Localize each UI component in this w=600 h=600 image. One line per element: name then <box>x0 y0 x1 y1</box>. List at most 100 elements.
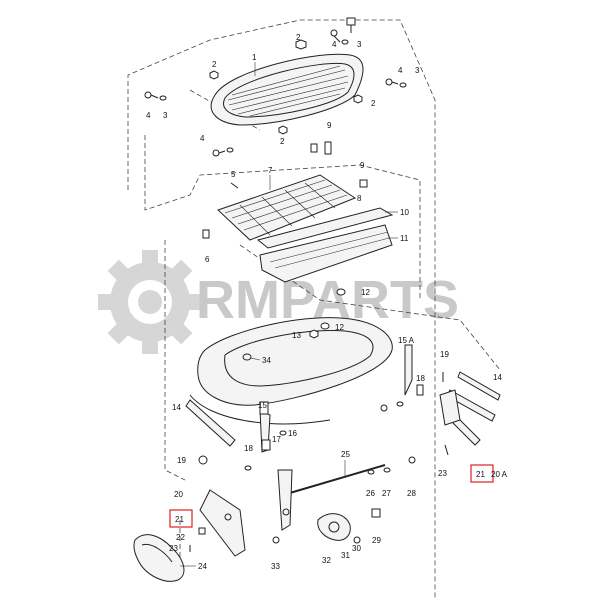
highlight-box-21-left <box>169 509 193 528</box>
screw-icon <box>230 182 239 189</box>
screw-icon <box>212 149 226 157</box>
callout-33: 33 <box>271 562 280 571</box>
callout-28: 28 <box>407 489 416 498</box>
nut-icon <box>353 94 363 104</box>
callout-20a: 20 A <box>491 470 508 479</box>
callout-1: 1 <box>252 53 257 62</box>
nut-icon <box>309 329 319 339</box>
callout-23: 23 <box>438 469 447 478</box>
callout-34: 34 <box>262 356 271 365</box>
washer-icon <box>159 95 167 101</box>
lower-hinge-bracket-left <box>199 469 293 557</box>
screw-icon <box>144 91 159 99</box>
callout-3: 3 <box>415 66 420 75</box>
callout-17: 17 <box>272 435 281 444</box>
callout-22: 22 <box>176 533 185 542</box>
callout-14: 14 <box>493 373 502 382</box>
callout-3: 3 <box>357 40 362 49</box>
nut-icon <box>209 70 219 80</box>
screw-icon <box>198 527 206 535</box>
part-25-link-rod <box>282 460 386 496</box>
part-10-trim-strip <box>256 207 398 249</box>
callout-26: 26 <box>366 489 375 498</box>
callout-2: 2 <box>212 60 217 69</box>
part-32-cam-plate <box>317 513 351 541</box>
washer-icon <box>272 536 280 544</box>
part-1-grille-cover <box>210 53 364 126</box>
callout-21: 21 <box>476 470 485 479</box>
washer-icon <box>399 82 407 88</box>
callout-8: 8 <box>357 194 362 203</box>
part-34-bumper <box>242 353 261 361</box>
washer-icon <box>320 322 330 330</box>
clip-icon <box>416 384 424 396</box>
fasteners <box>144 17 449 552</box>
clip-icon <box>259 401 269 415</box>
callout-4: 4 <box>200 134 205 143</box>
callout-29: 29 <box>372 536 381 545</box>
washer-icon <box>367 469 375 475</box>
callout-15a: 15 A <box>398 336 415 345</box>
washer-icon <box>279 430 287 436</box>
nut-icon <box>295 39 307 50</box>
callout-6: 6 <box>205 255 210 264</box>
highlight-boxes <box>169 464 494 528</box>
washer-icon <box>408 456 416 464</box>
callout-30: 30 <box>352 544 361 553</box>
washer-icon <box>396 401 404 407</box>
part-11-seal-strip <box>259 224 398 283</box>
washer-icon <box>226 147 234 153</box>
callout-14: 14 <box>172 403 181 412</box>
callout-24: 24 <box>198 562 207 571</box>
callout-19: 19 <box>177 456 186 465</box>
callout-15: 15 <box>258 401 267 410</box>
callout-31: 31 <box>341 551 350 560</box>
screw-icon <box>380 404 388 412</box>
clip-icon <box>324 141 332 155</box>
washer-icon <box>353 536 361 544</box>
callout-12: 12 <box>361 288 370 297</box>
callout-12: 12 <box>335 323 344 332</box>
washer-icon <box>336 288 346 296</box>
callout-4: 4 <box>332 40 337 49</box>
callout-4: 4 <box>398 66 403 75</box>
callout-9: 9 <box>327 121 332 130</box>
callout-20: 20 <box>174 490 183 499</box>
clip-icon <box>371 508 381 518</box>
callout-23: 23 <box>169 544 178 553</box>
callout-labels: 1 2 2 2 2 3 3 3 4 4 4 4 5 6 7 8 9 9 10 1… <box>146 33 508 571</box>
engine-lid-panel <box>189 317 393 425</box>
screw-icon <box>330 29 341 43</box>
callout-10: 10 <box>400 208 409 217</box>
callout-18: 18 <box>244 444 253 453</box>
highlight-box-21-right <box>470 464 494 483</box>
callout-27: 27 <box>382 489 391 498</box>
washer-icon <box>341 39 349 45</box>
callout-2: 2 <box>280 137 285 146</box>
nut-icon <box>278 125 288 135</box>
clip-icon <box>310 143 318 153</box>
callout-3: 3 <box>163 111 168 120</box>
callout-21: 21 <box>175 515 184 524</box>
callout-18: 18 <box>416 374 425 383</box>
hinge-links <box>185 344 501 453</box>
callout-5: 5 <box>231 170 236 179</box>
clip-icon <box>261 439 271 451</box>
gear-icon <box>98 250 202 354</box>
screw-icon <box>346 17 356 33</box>
clip-icon <box>202 229 210 239</box>
callout-16: 16 <box>288 429 297 438</box>
screw-icon <box>444 444 449 456</box>
callout-19: 19 <box>440 350 449 359</box>
part-24-hinge-cover <box>133 534 196 582</box>
callout-2: 2 <box>371 99 376 108</box>
callout-32: 32 <box>322 556 331 565</box>
part-7-grille-frame <box>217 174 357 241</box>
clip-icon <box>359 179 368 188</box>
washer-icon <box>244 465 252 471</box>
callout-9: 9 <box>360 161 365 170</box>
callout-4: 4 <box>146 111 151 120</box>
washer-icon <box>383 467 391 473</box>
callout-2: 2 <box>296 33 301 42</box>
